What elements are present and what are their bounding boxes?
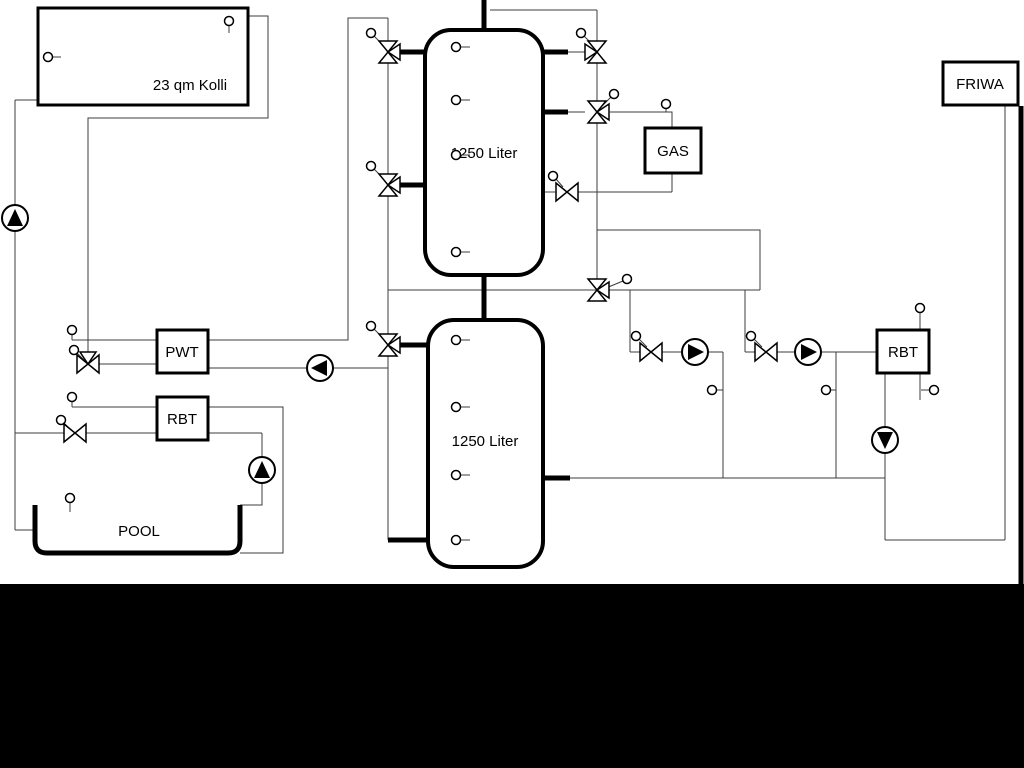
valve-actuator-icon bbox=[621, 273, 633, 285]
pump-arrow-right-icon bbox=[688, 344, 704, 360]
gas-boiler: GAS bbox=[643, 126, 703, 175]
pump-solar bbox=[1, 204, 29, 232]
temp-sensor bbox=[450, 41, 462, 53]
buffer-tank-bottom: 1250 Liter bbox=[426, 318, 545, 569]
temp-sensor bbox=[914, 302, 926, 314]
valve-actuator-icon bbox=[608, 88, 620, 100]
bottom-letterbox bbox=[0, 584, 1024, 768]
valve-actuator-icon bbox=[365, 320, 377, 332]
valve-tank-right-upper bbox=[575, 27, 608, 64]
solar-collector: 23 qm Kolli bbox=[36, 6, 250, 107]
valve-actuator-icon bbox=[365, 27, 377, 39]
temp-sensor bbox=[66, 324, 78, 336]
pool-basin bbox=[32, 505, 243, 556]
valve-actuator-icon bbox=[68, 344, 80, 356]
valve-gas-mixing bbox=[586, 88, 620, 124]
temp-sensor bbox=[450, 469, 462, 481]
valve-actuator-icon bbox=[745, 330, 757, 342]
valve-tank-top-upper bbox=[365, 27, 401, 64]
temp-sensor bbox=[928, 384, 940, 396]
rbt-right-label: RBT bbox=[888, 344, 918, 361]
valve-pool-return bbox=[55, 414, 87, 444]
pump-arrow-right-icon bbox=[801, 344, 817, 360]
temp-sensor bbox=[42, 51, 54, 63]
temp-sensor bbox=[820, 384, 832, 396]
pump-arrow-down-icon bbox=[877, 432, 893, 449]
pwt-exchanger: PWT bbox=[155, 328, 210, 375]
pool-label: POOL bbox=[118, 523, 160, 540]
pump-arrow-left-icon bbox=[311, 360, 327, 376]
solar-collector-label: 23 qm Kolli bbox=[153, 77, 227, 94]
gas-boiler-label: GAS bbox=[657, 143, 689, 160]
buffer-tank-top: 1250 Liter bbox=[423, 28, 545, 277]
valve-circuit-1 bbox=[630, 330, 663, 363]
valve-stem bbox=[638, 338, 648, 348]
temp-sensor bbox=[66, 391, 78, 403]
pwt-label: PWT bbox=[165, 344, 198, 361]
gas-boiler-outline bbox=[643, 126, 703, 175]
buffer-tank-top-label: 1250 Liter bbox=[451, 145, 518, 162]
temp-sensor bbox=[450, 246, 462, 258]
valve-actuator-icon bbox=[547, 170, 559, 182]
pump-arrow-up-icon bbox=[254, 461, 270, 478]
temp-sensor bbox=[706, 384, 718, 396]
temp-sensors bbox=[42, 15, 940, 546]
valve-actuator-icon bbox=[365, 160, 377, 172]
pump-circuit-2 bbox=[794, 338, 822, 366]
valve-boiler-return bbox=[547, 170, 579, 203]
pump-friwa-return bbox=[871, 426, 899, 454]
valve-tank-top-lower bbox=[365, 160, 401, 197]
friwa-label: FRIWA bbox=[956, 76, 1004, 93]
temp-sensor bbox=[450, 94, 462, 106]
pwt-outline bbox=[155, 328, 210, 375]
pump-arrow-up-icon bbox=[7, 209, 23, 226]
temp-sensor bbox=[223, 15, 235, 27]
friwa-outline bbox=[941, 60, 1020, 107]
rbt-left-unit: RBT bbox=[155, 395, 210, 442]
rbt-right-unit: RBT bbox=[875, 328, 931, 375]
buffer-tank-bottom-outline bbox=[426, 318, 545, 569]
buffer-tank-top-outline bbox=[423, 28, 545, 277]
temp-sensor bbox=[660, 98, 672, 110]
solar-collector-outline bbox=[36, 6, 250, 107]
rbt-left-outline bbox=[155, 395, 210, 442]
temp-sensor bbox=[450, 149, 462, 161]
valve-tank-bottom-upper bbox=[365, 320, 401, 357]
sensor-stems bbox=[53, 26, 929, 541]
pump-pwt bbox=[306, 354, 334, 382]
friwa-station: FRIWA bbox=[941, 60, 1020, 107]
buffer-tank-bottom-label: 1250 Liter bbox=[452, 433, 519, 450]
valve-actuator-icon bbox=[575, 27, 587, 39]
valve-actuator-icon bbox=[630, 330, 642, 342]
thick-pipes-path bbox=[388, 0, 1024, 584]
rbt-right-outline bbox=[875, 328, 931, 375]
temp-sensor bbox=[450, 334, 462, 346]
temp-sensor bbox=[450, 401, 462, 413]
pump-pool bbox=[248, 456, 276, 484]
valve-circuit-2 bbox=[745, 330, 778, 363]
temp-sensor bbox=[64, 492, 76, 504]
valve-stem bbox=[555, 178, 564, 188]
pump-circuit-1 bbox=[681, 338, 709, 366]
rbt-left-label: RBT bbox=[167, 411, 197, 428]
valve-actuator-icon bbox=[55, 414, 67, 426]
valve-collector-pwt bbox=[68, 344, 100, 375]
valve-heating-mixing bbox=[586, 273, 633, 302]
valve-stem bbox=[753, 338, 763, 348]
temp-sensor bbox=[450, 534, 462, 546]
